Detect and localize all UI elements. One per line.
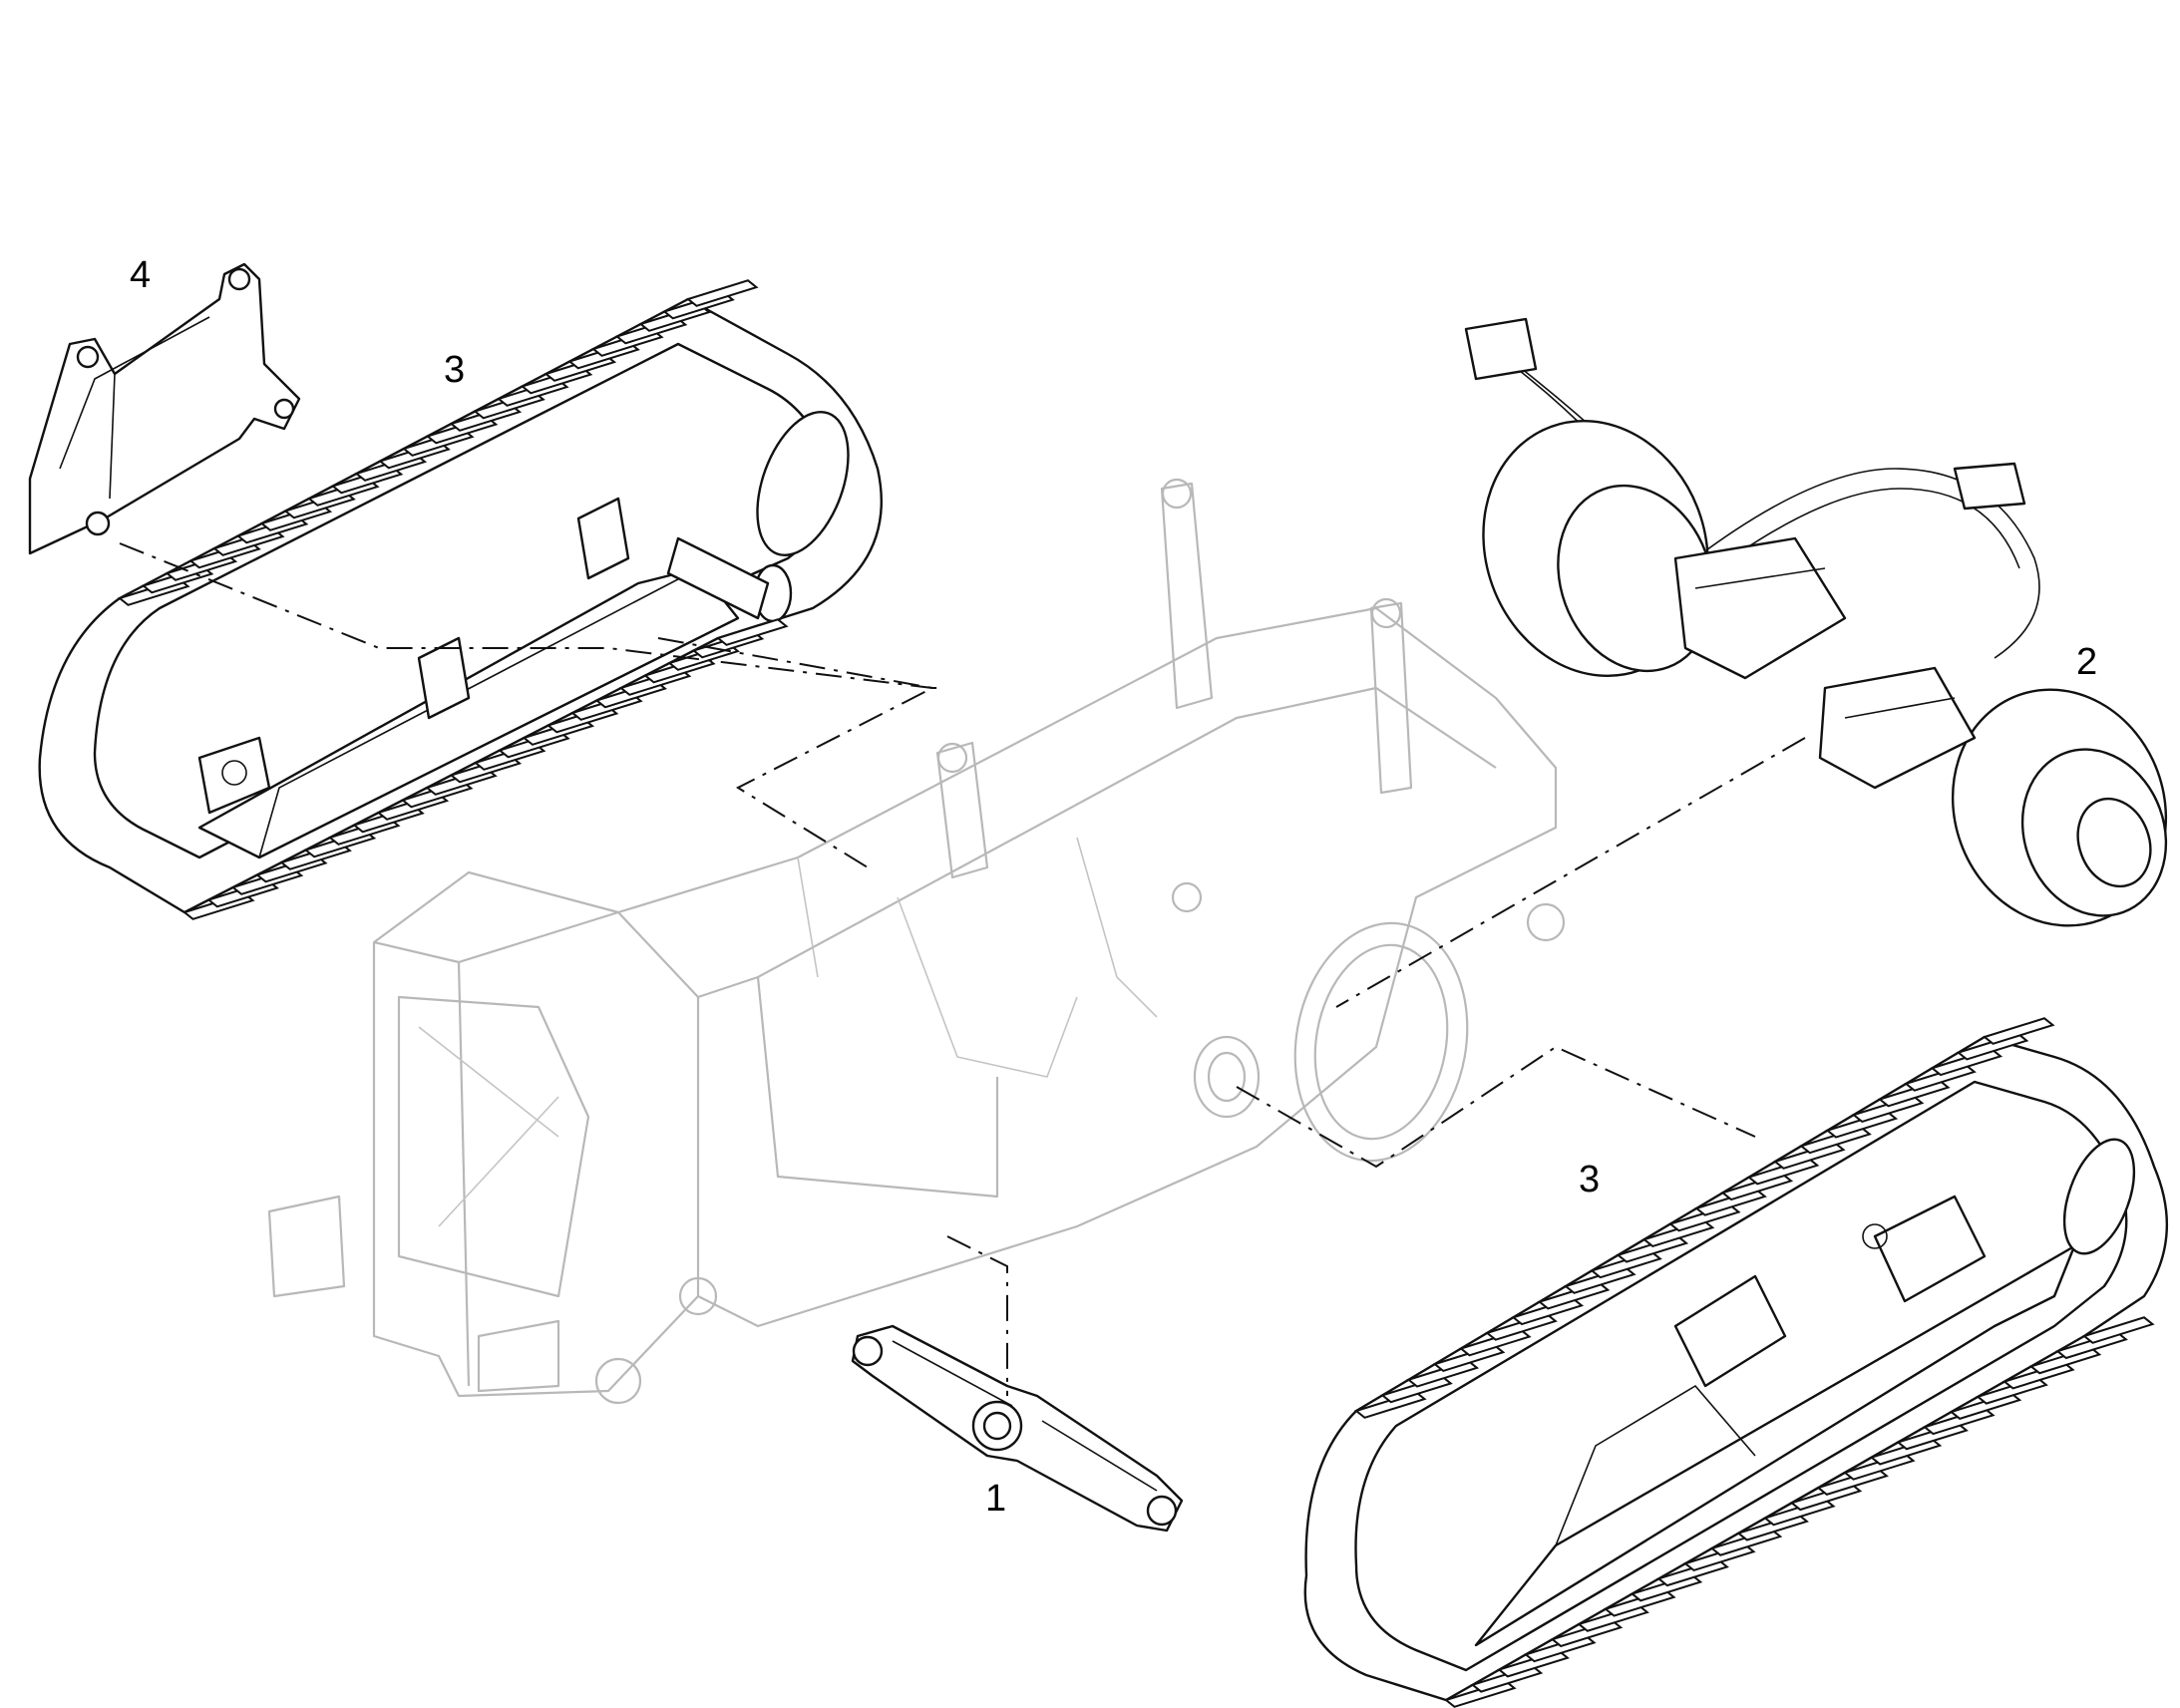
track-shoe: [1982, 1017, 2055, 1045]
upper-track-assembly: [38, 279, 883, 920]
track-shoe: [685, 279, 759, 307]
lower-track-assembly: [1303, 1017, 2169, 1708]
drive-motors-part: [1464, 317, 2168, 927]
leader-lines: [119, 542, 1806, 1396]
callout-4: 4: [130, 254, 151, 296]
callout-2: 2: [2076, 641, 2097, 683]
callout-3-lower: 3: [1579, 1159, 1600, 1200]
bracket-part: [28, 262, 301, 555]
carbody-frame: [267, 478, 1566, 1405]
equalizer-bar-part: [851, 1324, 1184, 1533]
track-shoe: [715, 618, 789, 646]
callout-1: 1: [985, 1478, 1006, 1520]
track-shoe: [2081, 1316, 2155, 1344]
callout-3-upper: 3: [444, 349, 465, 391]
